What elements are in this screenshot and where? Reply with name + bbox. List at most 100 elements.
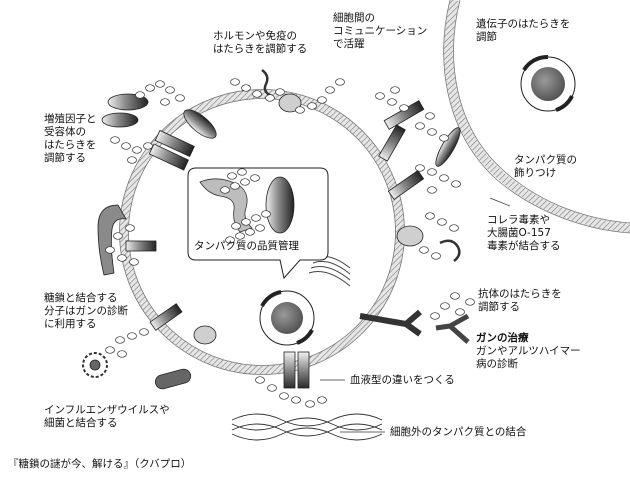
- sugar-bead: [335, 78, 345, 86]
- label-extracellular: 細胞外のタンパク質との結合: [390, 426, 526, 439]
- sugar-bead: [317, 96, 327, 104]
- sugar-bead: [115, 336, 125, 344]
- sugar-bead: [325, 86, 335, 94]
- sugar-bead: [252, 90, 262, 98]
- sugar-bead: [317, 396, 327, 404]
- sugar-chains: [105, 78, 475, 408]
- sugar-bead: [291, 396, 301, 404]
- sugar-bead: [175, 94, 185, 102]
- label-line: 調節する: [478, 301, 520, 313]
- label-line: 受容体の: [44, 126, 86, 138]
- sugar-bead: [145, 84, 155, 92]
- source-caption: 『糖鎖の謎が今、解ける』（クバプロ）: [8, 458, 192, 470]
- sugar-bead: [220, 186, 230, 194]
- sugar-bead: [465, 298, 475, 306]
- sugar-bead: [387, 98, 397, 106]
- sugar-bead: [225, 236, 235, 244]
- label-line: タンパク質の品質管理: [194, 240, 299, 252]
- quality-control-callout: [187, 167, 329, 280]
- sugar-bead: [155, 80, 165, 88]
- sugar-bead: [113, 232, 123, 240]
- sugar-bead: [415, 122, 425, 130]
- label-line: 大腸菌O-157: [487, 227, 551, 239]
- sugar-bead: [451, 180, 461, 188]
- sugar-bead: [160, 98, 170, 106]
- extracellular-fibers: [231, 413, 383, 441]
- sugar-bead: [105, 246, 115, 254]
- sugar-bead: [427, 168, 437, 176]
- sugar-bead: [105, 346, 115, 354]
- sugar-bead: [125, 224, 135, 232]
- sugar-bead: [375, 92, 385, 100]
- sugar-bead: [455, 308, 465, 316]
- label-diagnosis: 糖鎖と結合する 分子はガンの診断 に利用する: [44, 292, 128, 331]
- sugar-bead: [135, 91, 145, 99]
- sugar-bead: [437, 218, 447, 226]
- neighbor-cell-membrane: [444, 0, 630, 233]
- sugar-bead: [267, 384, 277, 392]
- label-hormone: ホルモンや免疫の はたらきを調節する: [213, 30, 307, 56]
- sugar-bead: [240, 178, 250, 186]
- label-line: 遺伝子のはたらきを: [476, 18, 571, 30]
- label-line: 細胞外のタンパク質との結合: [390, 426, 527, 438]
- sugar-bead: [127, 156, 137, 164]
- sugar-bead: [439, 134, 449, 142]
- label-cholera: コレラ毒素や 大腸菌O-157 毒素が結合する: [487, 214, 561, 253]
- sugar-bead: [305, 400, 315, 408]
- label-line: で活躍: [333, 38, 365, 50]
- sugar-bead: [275, 88, 285, 96]
- label-line: 抗体のはたらきを: [478, 288, 562, 300]
- sugar-bead: [399, 104, 409, 112]
- label-line: ガンの治療: [476, 332, 529, 344]
- sugar-bead: [250, 174, 260, 182]
- sugar-bead: [117, 350, 127, 358]
- sugar-bead: [129, 258, 139, 266]
- label-line: 調節する: [44, 152, 86, 164]
- label-growth: 増殖因子と 受容体の はたらきを 調節する: [44, 113, 97, 165]
- sugar-bead: [439, 174, 449, 182]
- label-line: 飾りつけ: [514, 167, 557, 179]
- sugar-bead: [307, 102, 317, 110]
- sugar-bead: [431, 252, 441, 260]
- label-cancer: ガンの治療 ガンやアルツハイマー 病の診断: [476, 332, 581, 371]
- label-line: 血液型の違いをつくる: [350, 374, 455, 386]
- sugar-bead: [237, 168, 247, 176]
- sugar-bead: [241, 84, 251, 92]
- sugar-bead: [255, 376, 265, 384]
- label-line: 調節: [476, 31, 497, 43]
- label-line: インフルエンザウイルスや: [44, 404, 170, 416]
- sugar-bead: [143, 142, 153, 150]
- membrane-proteins: [82, 69, 470, 390]
- label-line: ホルモンや免疫の: [213, 30, 297, 42]
- leader-lines: [320, 197, 511, 433]
- sugar-bead: [139, 328, 149, 336]
- label-line: 分子はガンの診断: [44, 305, 128, 317]
- sugar-bead: [255, 224, 265, 232]
- label-line: 細菌と結合する: [44, 417, 118, 429]
- label-gene: 遺伝子のはたらきを 調節: [476, 18, 570, 44]
- sugar-bead: [231, 222, 241, 230]
- sugar-bead: [419, 246, 429, 254]
- label-line: はたらきを: [44, 139, 97, 151]
- label-line: コミュニケーション: [333, 25, 428, 37]
- sugar-bead: [132, 146, 142, 154]
- sugar-bead: [110, 136, 120, 144]
- sugar-bead: [265, 94, 275, 102]
- label-line: 毒素が結合する: [487, 240, 561, 252]
- sugar-bead: [390, 86, 400, 94]
- neighbor-nucleus: [520, 55, 576, 112]
- sugar-bead: [425, 112, 435, 120]
- sugar-bead: [235, 232, 245, 240]
- sugar-bead: [227, 172, 237, 180]
- label-line: ガンやアルツハイマー: [476, 345, 581, 357]
- sugar-bead: [279, 392, 289, 400]
- label-influenza: インフルエンザウイルスや 細菌と結合する: [44, 404, 170, 430]
- sugar-bead: [230, 182, 240, 190]
- label-quality: タンパク質の品質管理: [194, 240, 299, 253]
- sugar-bead: [449, 224, 459, 232]
- sugar-bead: [425, 212, 435, 220]
- sugar-bead: [415, 164, 425, 172]
- label-line: はたらきを調節する: [213, 43, 308, 55]
